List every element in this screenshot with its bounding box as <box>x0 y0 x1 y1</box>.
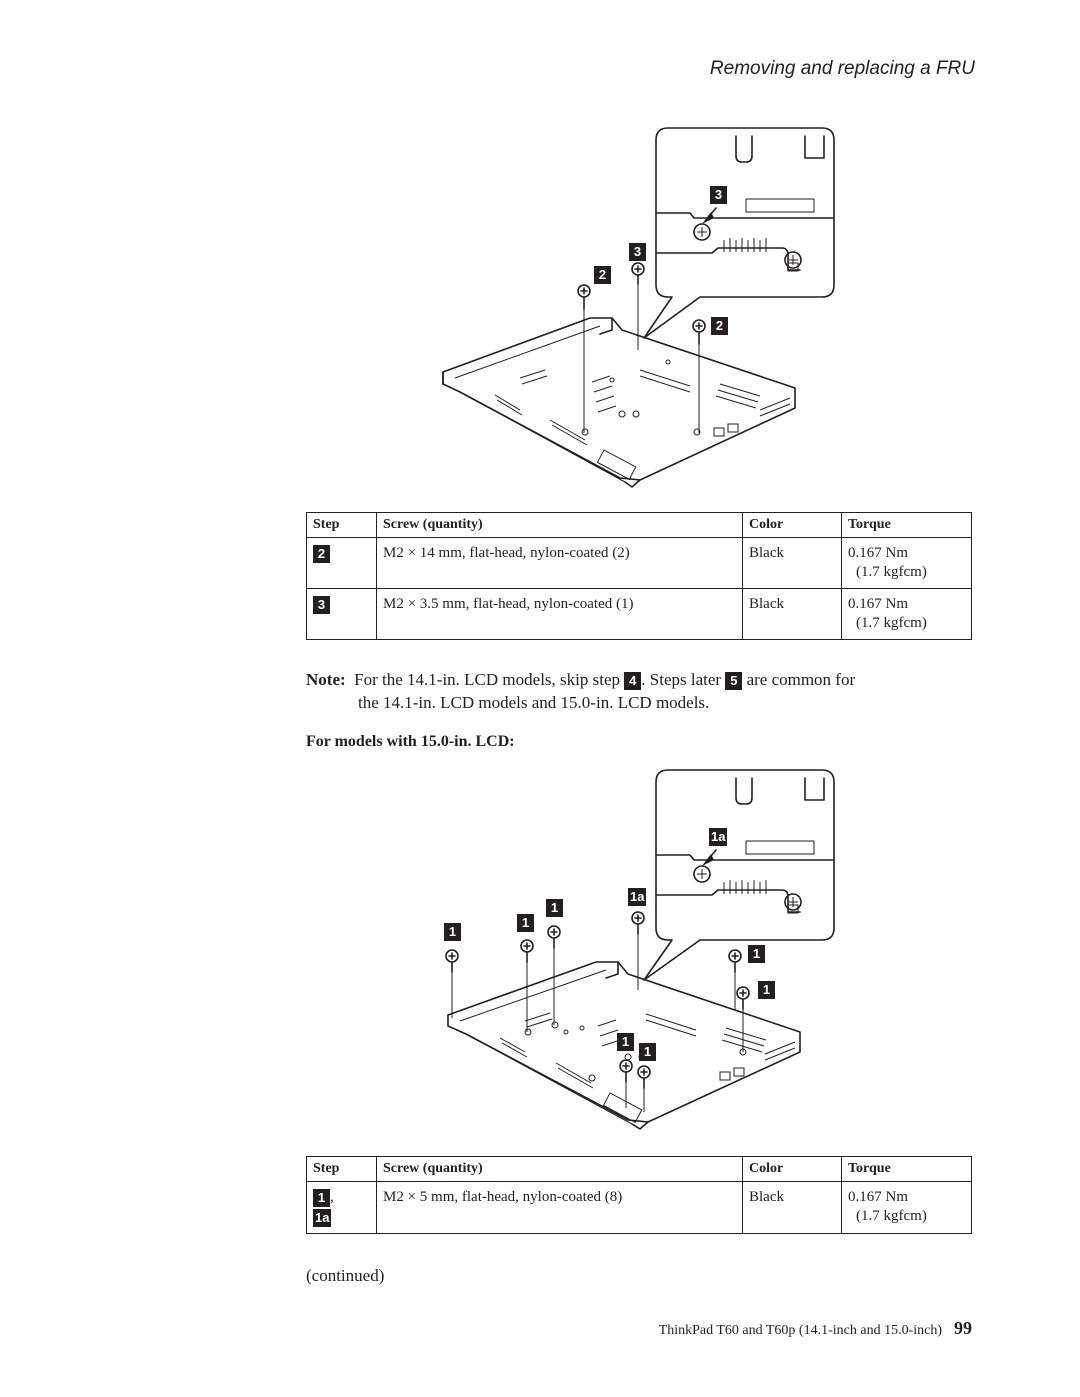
torque-cell: 0.167 Nm(1.7 kgfcm) <box>841 1181 972 1234</box>
header-color: Color <box>742 512 842 538</box>
table-row: 2 M2 × 14 mm, flat-head, nylon-coated (2… <box>306 537 972 589</box>
header-step: Step <box>306 512 377 538</box>
screw-icons <box>445 911 750 1112</box>
header-torque: Torque <box>841 512 972 538</box>
callout-2-right: 2 <box>711 317 728 335</box>
note-paragraph: Note: For the 14.1-in. LCD models, skip … <box>306 668 986 714</box>
section-subheading: For models with 15.0-in. LCD: <box>306 733 515 750</box>
screw-table-2: Step Screw (quantity) Color Torque 1, 1a… <box>306 1156 972 1234</box>
callout-2-left: 2 <box>594 266 611 284</box>
detail-callout-bubble <box>643 127 835 339</box>
table-header-row: Step Screw (quantity) Color Torque <box>306 1156 972 1182</box>
callout-3: 3 <box>629 243 646 261</box>
step-badge: 2 <box>313 544 330 563</box>
laptop-base-drawing <box>442 317 796 488</box>
step-cell: 1, 1a <box>306 1181 377 1234</box>
step-badge-5: 5 <box>725 672 743 691</box>
callout-3-detail: 3 <box>710 186 727 204</box>
table-header-row: Step Screw (quantity) Color Torque <box>306 512 972 538</box>
note-text: For the 14.1-in. LCD models, skip step <box>354 670 621 689</box>
step-badge: 3 <box>313 595 330 614</box>
header-torque: Torque <box>841 1156 972 1182</box>
torque-cell: 0.167 Nm(1.7 kgfcm) <box>841 537 972 589</box>
note-label: Note: <box>306 670 346 689</box>
callout-1a: 1a <box>628 888 647 906</box>
page-header-title: Removing and replacing a FRU <box>709 58 975 79</box>
step-badge: 1 <box>313 1188 330 1207</box>
torque-cell: 0.167 Nm(1.7 kgfcm) <box>841 588 972 640</box>
header-screw: Screw (quantity) <box>376 1156 743 1182</box>
header-screw: Screw (quantity) <box>376 512 743 538</box>
callout-1: 1 <box>748 945 765 963</box>
step-badge: 1a <box>313 1209 332 1227</box>
callout-1: 1 <box>639 1043 656 1061</box>
footer-text: ThinkPad T60 and T60p (14.1-inch and 15.… <box>658 1323 942 1338</box>
header-color: Color <box>742 1156 842 1182</box>
note-line-2: the 14.1-in. LCD models and 15.0-in. LCD… <box>358 693 710 712</box>
color-cell: Black <box>742 1181 842 1234</box>
callout-1: 1 <box>546 899 563 917</box>
callout-1a-detail: 1a <box>709 828 728 846</box>
note-text: are common for <box>746 670 856 689</box>
color-cell: Black <box>742 537 842 589</box>
continued-label: (continued) <box>306 1266 385 1285</box>
screw-icons <box>577 262 706 433</box>
header-step: Step <box>306 1156 377 1182</box>
screw-cell: M2 × 14 mm, flat-head, nylon-coated (2) <box>376 537 743 589</box>
table-row: 3 M2 × 3.5 mm, flat-head, nylon-coated (… <box>306 588 972 640</box>
screw-cell: M2 × 3.5 mm, flat-head, nylon-coated (1) <box>376 588 743 640</box>
laptop-base-drawing <box>447 961 801 1130</box>
table-row: 1, 1a M2 × 5 mm, flat-head, nylon-coated… <box>306 1181 972 1234</box>
page-number: 99 <box>954 1318 972 1338</box>
callout-1: 1 <box>758 981 775 999</box>
callout-1: 1 <box>617 1033 634 1051</box>
step-badge-4: 4 <box>624 672 642 691</box>
note-text: . Steps later <box>641 670 722 689</box>
page-footer: ThinkPad T60 and T60p (14.1-inch and 15.… <box>0 1318 972 1339</box>
detail-callout-bubble <box>643 769 835 981</box>
screw-cell: M2 × 5 mm, flat-head, nylon-coated (8) <box>376 1181 743 1234</box>
screw-table-1: Step Screw (quantity) Color Torque 2 M2 … <box>306 512 972 640</box>
callout-1: 1 <box>444 923 461 941</box>
step-separator: , <box>330 1189 334 1205</box>
callout-1: 1 <box>517 914 534 932</box>
